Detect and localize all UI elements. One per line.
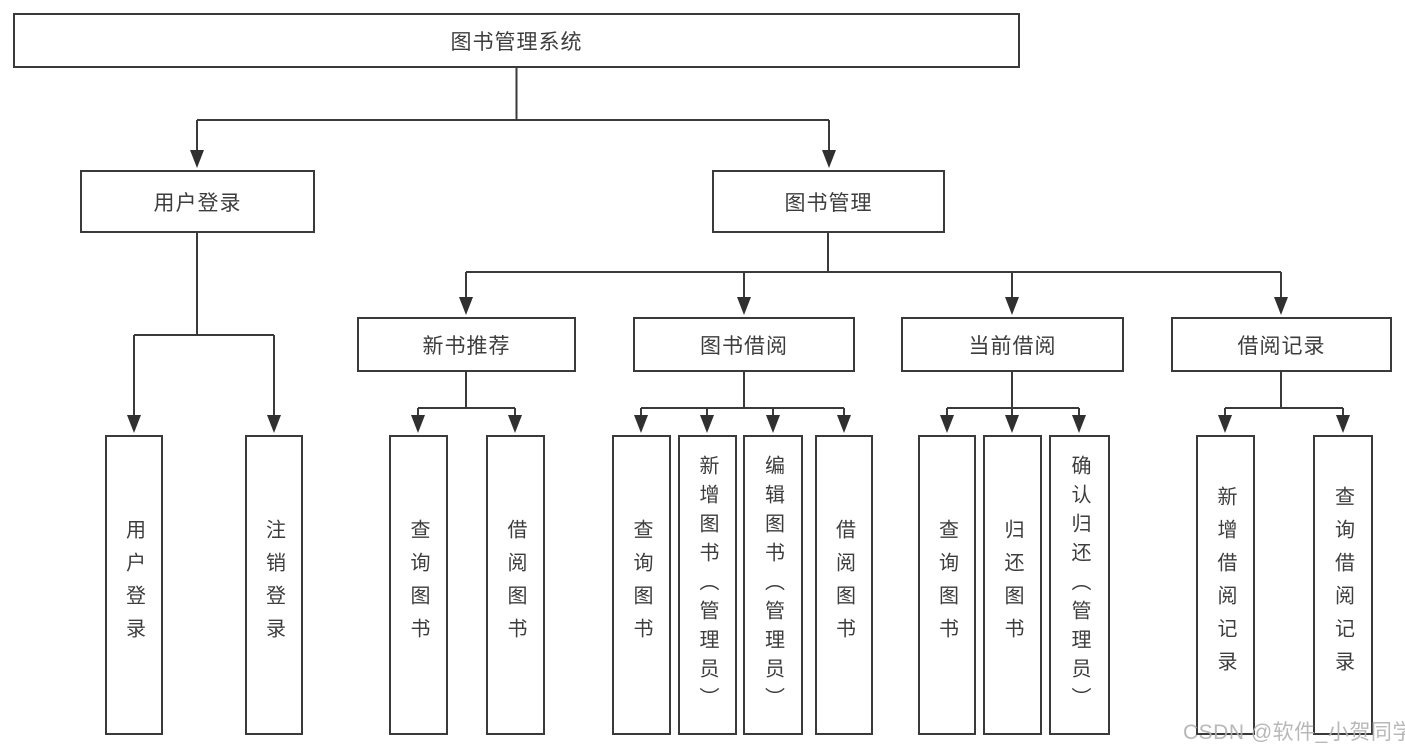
watermark: CSDN @软件_小贺同学 xyxy=(1183,721,1405,744)
node-nbr-query-books: 查询图书 xyxy=(389,435,448,735)
node-leaf-user-login: 用户登录 xyxy=(105,435,163,735)
node-new-book-recommend: 新书推荐 xyxy=(357,317,576,372)
node-cb-confirm-return-admin: 确认归还（管理员） xyxy=(1049,435,1110,735)
node-library-management-system: 图书管理系统 xyxy=(13,13,1020,68)
node-bb-query-books: 查询图书 xyxy=(612,435,671,735)
node-current-borrowing: 当前借阅 xyxy=(901,317,1124,372)
node-bb-add-books-admin: 新增图书（管理员） xyxy=(678,435,737,735)
node-bb-edit-books-admin: 编辑图书（管理员） xyxy=(743,435,803,735)
node-br-add-borrow-record: 新增借阅记录 xyxy=(1196,435,1255,735)
node-nbr-borrow-books: 借阅图书 xyxy=(486,435,545,735)
node-cb-return-books: 归还图书 xyxy=(983,435,1042,735)
node-book-borrowing: 图书借阅 xyxy=(633,317,855,372)
node-bb-borrow-books: 借阅图书 xyxy=(815,435,873,735)
node-leaf-logout: 注销登录 xyxy=(245,435,303,735)
node-borrow-records: 借阅记录 xyxy=(1171,317,1392,372)
node-user-login: 用户登录 xyxy=(80,170,315,233)
node-br-query-borrow-record: 查询借阅记录 xyxy=(1313,435,1373,735)
node-book-management: 图书管理 xyxy=(712,170,945,233)
node-cb-query-books: 查询图书 xyxy=(918,435,976,735)
